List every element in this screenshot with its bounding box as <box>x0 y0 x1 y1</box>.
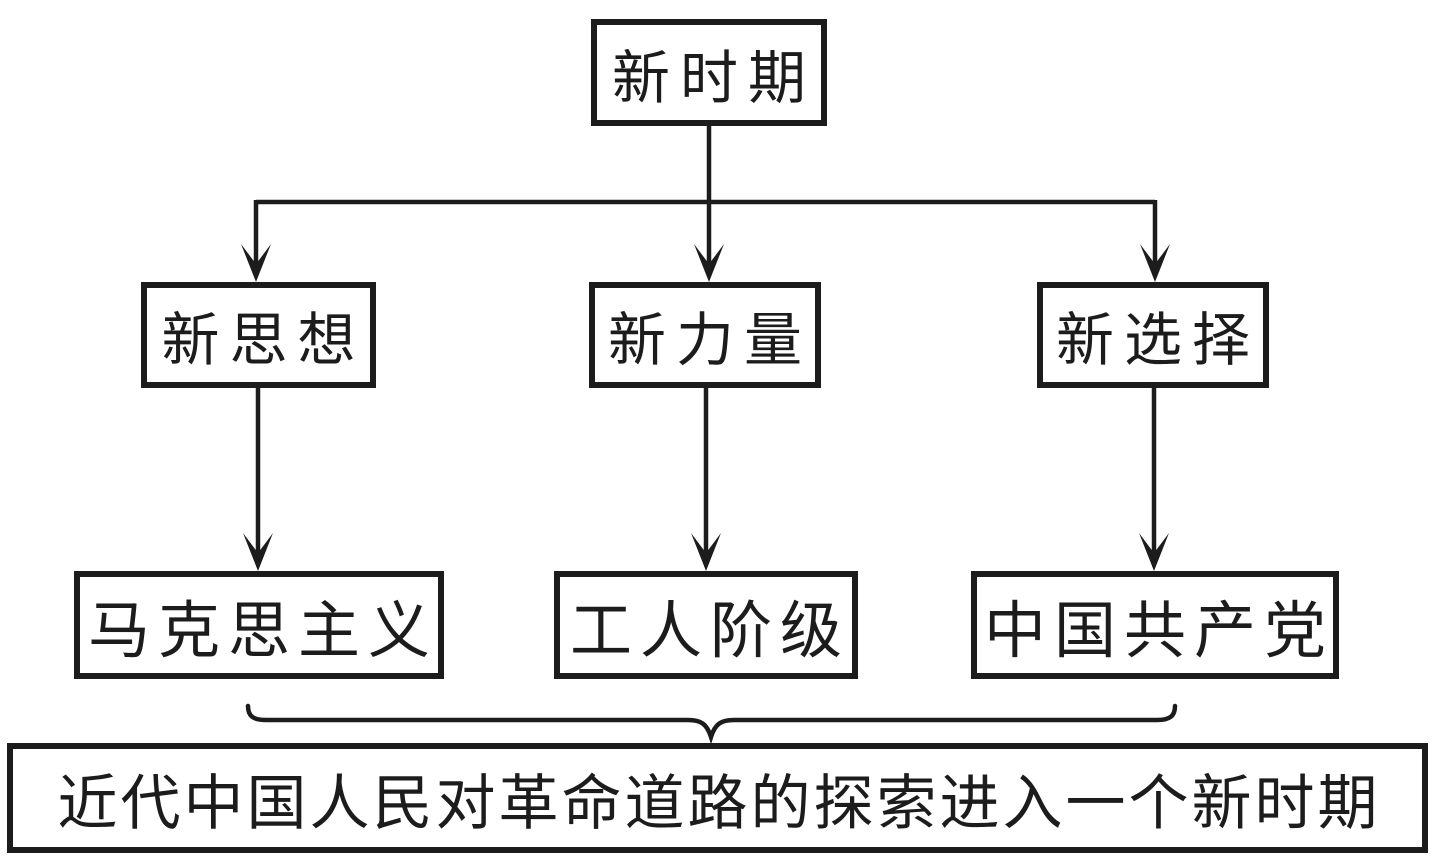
node-marxism: 马克思主义 <box>74 571 444 679</box>
node-new-force-label: 新力量 <box>607 308 812 373</box>
node-new-choice: 新选择 <box>1037 282 1269 388</box>
node-ccp: 中国共产党 <box>971 571 1339 679</box>
node-new-choice-label: 新选择 <box>1055 308 1260 373</box>
arrowhead-l3-0 <box>243 533 273 571</box>
arrowhead-l3-2 <box>1139 533 1169 571</box>
arrowhead-branch-right <box>1140 244 1170 282</box>
node-marxism-label: 马克思主义 <box>88 598 439 666</box>
node-working-class: 工人阶级 <box>554 571 858 679</box>
node-new-period-label: 新时期 <box>611 45 816 111</box>
node-ccp-label: 中国共产党 <box>984 598 1335 666</box>
node-conclusion-label: 近代中国人民对革命道路的探索进入一个新时期 <box>57 770 1381 837</box>
arrowhead-branch-mid <box>694 244 724 282</box>
node-new-force: 新力量 <box>589 282 821 388</box>
node-conclusion: 近代中国人民对革命道路的探索进入一个新时期 <box>7 743 1428 853</box>
arrowhead-l3-1 <box>691 533 721 571</box>
node-new-thought: 新思想 <box>141 282 376 388</box>
arrowhead-branch-left <box>241 244 271 282</box>
node-new-period: 新时期 <box>591 19 827 126</box>
underbrace <box>245 703 1178 745</box>
node-working-class-label: 工人阶级 <box>569 598 850 666</box>
node-new-thought-label: 新思想 <box>161 308 366 373</box>
